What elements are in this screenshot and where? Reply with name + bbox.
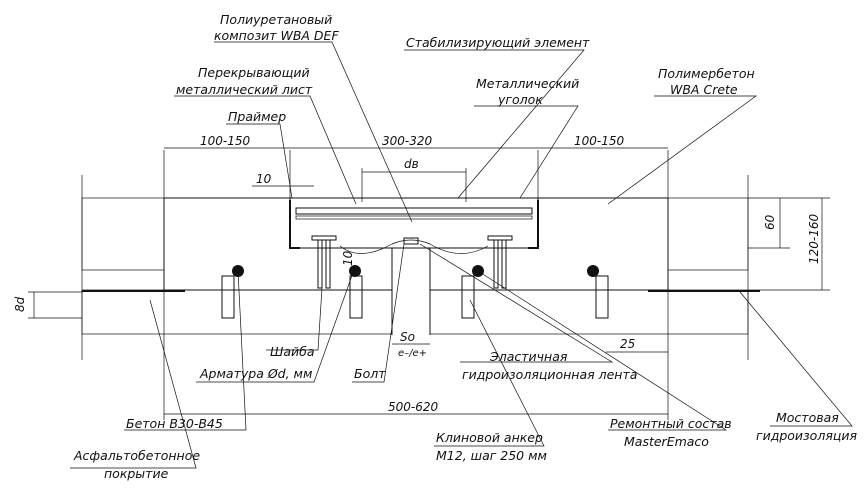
asphalt-left (81, 197, 165, 271)
dim-8d: 8d (13, 296, 27, 312)
dim-60: 60 (763, 214, 777, 230)
label-polymer-1: Полимербетон (658, 66, 755, 81)
dim-db: dв (404, 157, 419, 171)
label-repair-2: MasterEmaco (624, 434, 709, 449)
label-bridge-wp-1: Мостовая (776, 410, 839, 425)
dim-overall: 500-620 (388, 400, 439, 414)
asphalt-right (667, 197, 749, 271)
label-wedge-anchor-2: М12, шаг 250 мм (436, 448, 547, 463)
label-polyurethane-2: композит WBA DEF (214, 28, 339, 43)
label-washer: Шайба (270, 344, 315, 359)
label-stabilizer: Стабилизирующий элемент (406, 35, 590, 50)
label-asphalt-2: покрытие (104, 466, 169, 481)
dim-left-strip: 100-150 (200, 134, 251, 148)
leader-lines (70, 41, 853, 469)
label-metal-angle-1: Металлический (476, 76, 579, 91)
wedge-anchors (221, 275, 609, 319)
dim-right-strip: 100-150 (574, 134, 625, 148)
dim-joint-width: 300-320 (382, 134, 433, 148)
label-wedge-anchor-1: Клиновой анкер (436, 430, 543, 445)
concrete-slab (81, 289, 749, 335)
dim-gap: 10 (256, 172, 272, 186)
bolt-right (493, 239, 507, 289)
label-elastic-tape-1: Эластичная (489, 349, 568, 364)
dim-so: So (400, 330, 415, 344)
dim-25: 25 (620, 337, 635, 351)
label-polymer-2: WBA Crete (670, 82, 738, 97)
dimension-lines (28, 147, 830, 420)
label-metal-angle-2: уголок (497, 92, 543, 107)
dim-total-height: 120-160 (807, 213, 821, 264)
label-elastic-tape-2: гидроизоляционная лента (462, 367, 637, 382)
label-polyurethane-1: Полиуретановый (220, 12, 332, 27)
label-repair-1: Ремонтный состав (610, 416, 732, 431)
overlap-metal-sheet (295, 207, 533, 220)
rebar-bars (232, 265, 599, 277)
label-concrete: Бетон B30-B45 (126, 416, 223, 431)
elastic-tape (339, 239, 489, 254)
metal-angles (289, 200, 539, 249)
label-bolt: Болт (354, 366, 386, 381)
label-bridge-wp-2: гидроизоляция (756, 428, 857, 443)
label-asphalt-1: Асфальтобетонное (73, 448, 200, 463)
bolt-left (317, 239, 331, 289)
label-rebar: Арматура Ød, мм (199, 366, 312, 381)
dim-movement: e–/e+ (398, 348, 427, 359)
label-primer: Праймер (228, 109, 286, 124)
washers (311, 235, 513, 245)
label-overlap-1: Перекрывающий (198, 65, 310, 80)
label-overlap-2: металлический лист (176, 82, 313, 97)
dim-bolt-10: 10 (341, 250, 355, 266)
